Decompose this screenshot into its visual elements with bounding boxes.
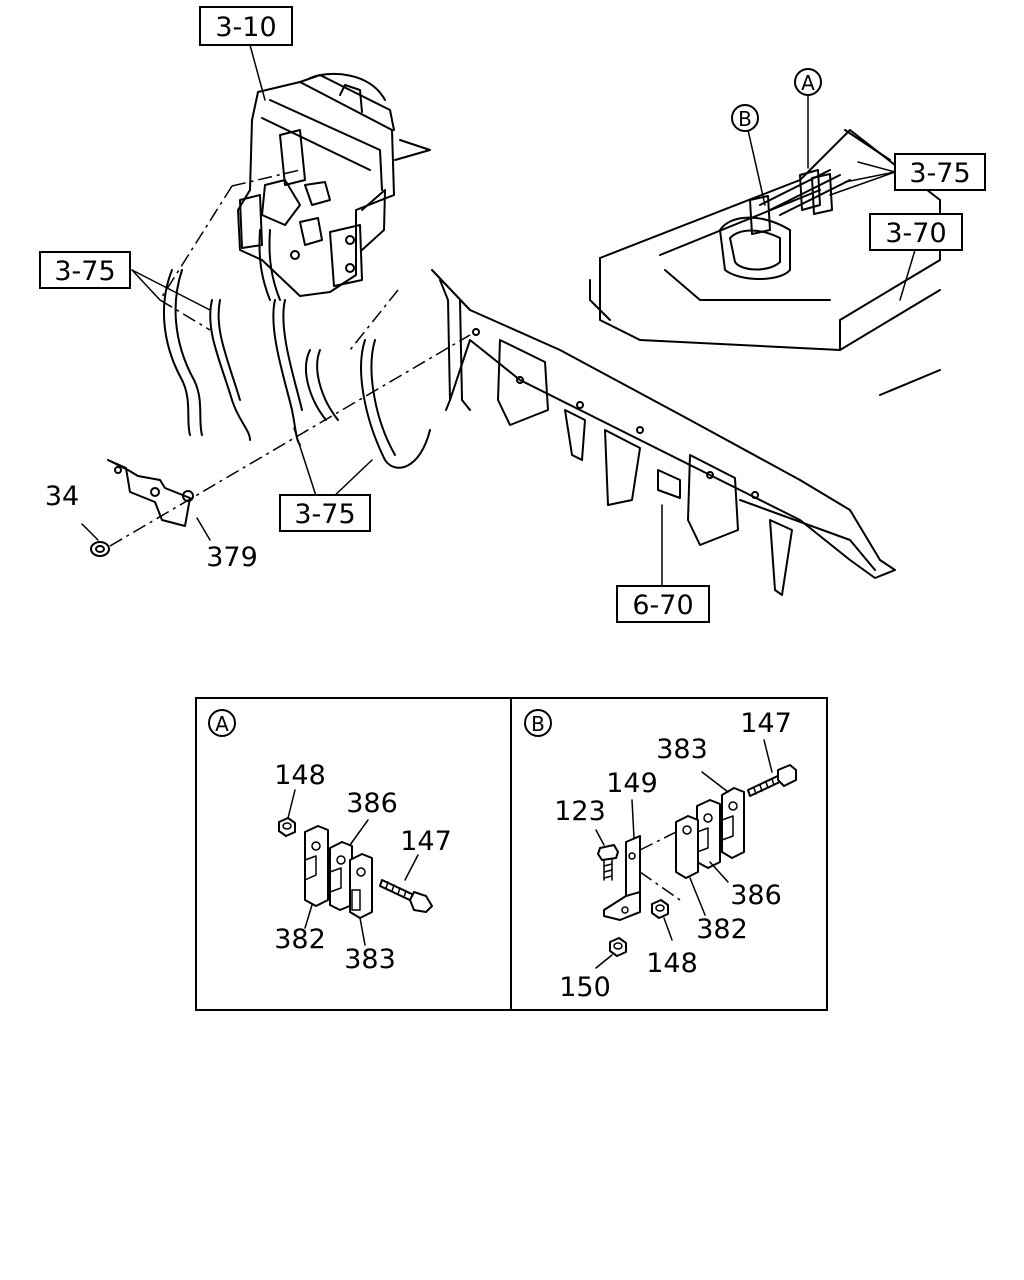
clamp-382-b: [675, 815, 699, 879]
ref-3-75-left: 3-75: [54, 256, 115, 287]
nut-150: [609, 937, 627, 957]
detail-a-marker-circle: [208, 709, 236, 737]
callout-b-circle: [731, 104, 759, 132]
ref-3-70-box: [869, 213, 963, 251]
detail-b-part-123: 123: [554, 796, 606, 827]
clamp-386-b: [696, 799, 721, 869]
ref-3-70: 3-70: [885, 218, 946, 249]
clamp-386-a: [329, 841, 353, 911]
clamp-382-a: [304, 825, 329, 907]
ref-3-75-right: 3-75: [909, 158, 970, 189]
wiring-harness-left: [159, 169, 431, 469]
ref-3-75-bottom: 3-75: [294, 499, 355, 530]
part-34-label: 34: [45, 481, 79, 512]
detail-a-part-382: 382: [274, 924, 326, 955]
detail-b-part-382: 382: [696, 914, 748, 945]
detail-b-marker: B: [531, 712, 545, 736]
clamp-383-b: [721, 787, 745, 859]
callout-a: A: [801, 71, 815, 95]
ref-6-70: 6-70: [632, 590, 693, 621]
pedal-bracket-assembly: [237, 72, 431, 297]
detail-b: B: [524, 708, 797, 1003]
detail-a-part-148: 148: [274, 760, 326, 791]
mount-bracket-379: [107, 459, 194, 527]
detail-b-part-147: 147: [740, 708, 792, 739]
ref-6-70-box: [616, 585, 710, 623]
detail-b-marker-circle: [524, 709, 552, 737]
bracket-149: [603, 835, 641, 921]
detail-b-part-150: 150: [559, 972, 611, 1003]
detail-b-part-386: 386: [730, 880, 782, 911]
detail-b-part-149: 149: [606, 768, 658, 799]
nut-148-a: [278, 817, 296, 837]
ref-3-75-left-box: [39, 251, 131, 289]
ref-3-10-box: [199, 6, 293, 46]
part-379-label: 379: [206, 542, 258, 573]
nut-148-b: [651, 899, 669, 919]
bolt-147-a: [379, 879, 433, 913]
detail-b-part-148: 148: [646, 948, 698, 979]
ref-3-75-right-box: [894, 153, 986, 191]
detail-a: A 148 386 14: [208, 709, 452, 975]
nut-34: [90, 541, 110, 557]
bolt-147-b: [747, 764, 797, 797]
detail-a-part-147: 147: [400, 826, 452, 857]
callout-b: B: [738, 107, 752, 131]
ref-3-10: 3-10: [215, 12, 276, 43]
bolt-123: [597, 844, 619, 881]
detail-a-part-386: 386: [346, 788, 398, 819]
cab-floor-panel: [589, 129, 941, 396]
detail-a-marker: A: [215, 712, 229, 736]
frame-crossmember: [431, 269, 896, 596]
callout-a-circle: [794, 68, 822, 96]
detail-b-part-383: 383: [656, 734, 708, 765]
ref-3-75-bottom-box: [279, 494, 371, 532]
clamp-383-a: [349, 853, 373, 919]
detail-a-part-383: 383: [344, 944, 396, 975]
